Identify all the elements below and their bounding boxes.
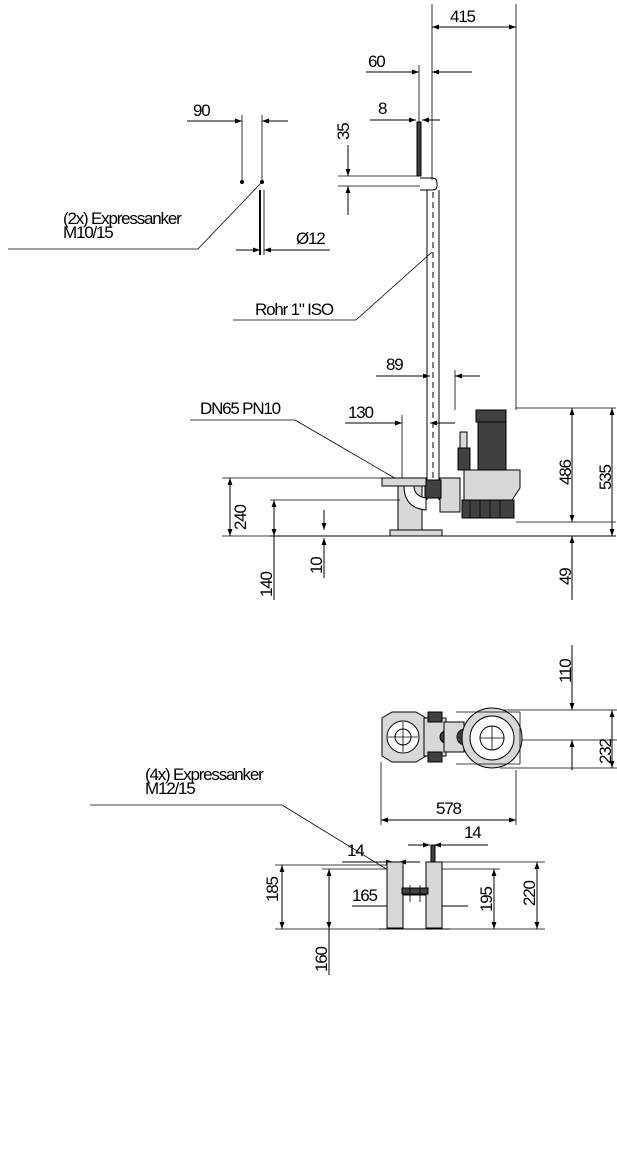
dim-14b-label: 14 (464, 823, 481, 842)
dim-415-label: 415 (450, 7, 476, 26)
dim-49-label: 49 (556, 568, 575, 585)
dimension-240: 240 (222, 477, 390, 537)
top-view: 110 232 (380, 645, 617, 825)
flange-top-view (381, 711, 427, 763)
dim-90-label: 90 (193, 101, 210, 120)
dimension-14-right: 14 (408, 823, 488, 848)
dimension-10: 10 (307, 510, 327, 578)
flange-label: DN65 PN10 (200, 399, 281, 418)
front-view: 165 14 14 (4x) Expressanker M12/15 (90, 765, 545, 975)
pump-top-view (456, 707, 523, 769)
dimension-110: 110 (490, 645, 617, 770)
dim-110-label: 110 (556, 659, 575, 683)
dim-130-label: 130 (348, 403, 374, 422)
dimension-160: 160 (312, 868, 387, 975)
dimension-415: 415 (431, 4, 517, 410)
dimension-35: 35 (334, 123, 420, 215)
dimension-486: 486 (516, 407, 616, 523)
anchor-callout-bottom: (4x) Expressanker M12/15 (90, 765, 389, 871)
dim-160-label: 160 (312, 946, 331, 972)
dimension-140: 140 (257, 499, 400, 600)
dim-89-label: 89 (386, 355, 403, 374)
anchor-top-line2: M10/15 (63, 223, 113, 242)
dimension-130: 130 (345, 403, 455, 480)
dim-140-label: 140 (257, 571, 276, 597)
dimension-60: 60 (366, 52, 472, 125)
dim-486-label: 486 (556, 459, 575, 485)
dimension-578: 578 (380, 762, 517, 825)
anchor-bottom-line1: (4x) Expressanker (145, 765, 264, 784)
dimension-89: 89 (376, 355, 480, 410)
dim-232-label: 232 (596, 738, 615, 764)
dim-165-label: 165 (352, 886, 378, 905)
dimension-14-left: 14 (342, 841, 420, 865)
dim-8-label: 8 (378, 99, 387, 118)
anchor-callout-top: (2x) Expressanker M10/15 (8, 181, 263, 250)
pipe-label: Rohr 1" ISO (255, 300, 334, 319)
dim-12-label: Ø12 (296, 229, 325, 248)
dim-240-label: 240 (231, 504, 250, 530)
pump-side-view (424, 409, 521, 519)
flange-callout: DN65 PN10 (190, 399, 399, 481)
duckfoot-bend (270, 477, 616, 537)
pipe-callout: Rohr 1" ISO (233, 251, 433, 321)
dim-35-label: 35 (334, 123, 353, 140)
dimension-232: 232 (500, 710, 617, 769)
anchor-bottom-line2: M12/15 (145, 779, 195, 798)
dim-535-label: 535 (596, 464, 615, 490)
dimension-8: 8 (370, 99, 440, 123)
dimension-195: 195 (442, 868, 545, 930)
side-elevation-view: 415 60 8 35 (8, 4, 616, 600)
dim-60-label: 60 (368, 52, 385, 71)
anchor-detail-top: Ø12 (236, 180, 330, 255)
anchor-top-line1: (2x) Expressanker (63, 209, 182, 228)
dimension-90: 90 (187, 101, 288, 180)
dimension-185: 185 (263, 864, 387, 930)
dim-10-label: 10 (307, 557, 326, 574)
dim-220-label: 220 (520, 880, 539, 906)
dim-195-label: 195 (477, 886, 496, 912)
dimension-535: 535 (596, 408, 615, 536)
dim-578-label: 578 (436, 799, 462, 818)
discharge-pipe (416, 121, 440, 500)
dimension-49: 49 (556, 536, 575, 600)
dimension-220: 220 (442, 861, 545, 929)
guide-rail-bracket (379, 861, 450, 930)
dim-185-label: 185 (263, 876, 282, 902)
